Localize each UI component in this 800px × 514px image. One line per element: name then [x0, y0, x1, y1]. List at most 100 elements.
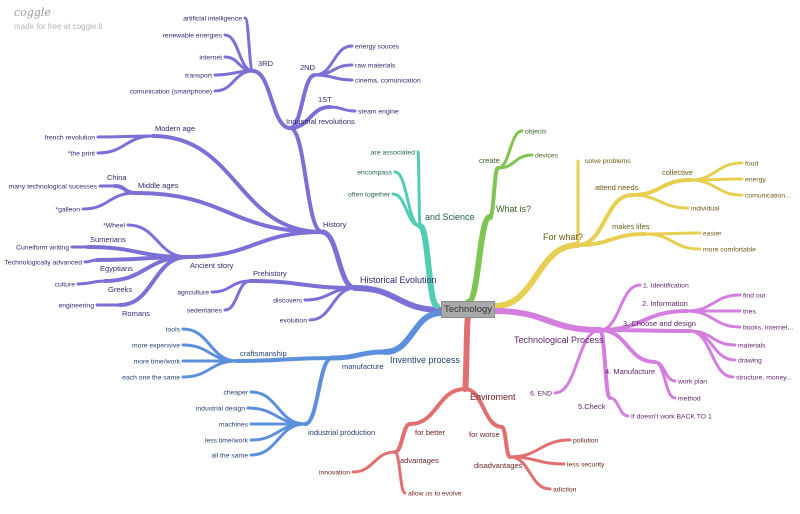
node-enc[interactable]: encompass — [357, 170, 392, 177]
node-inn[interactable]: innovation — [319, 470, 350, 477]
node-same1[interactable]: each one the same — [122, 375, 180, 382]
node-r2[interactable]: 2ND — [300, 63, 316, 72]
node-what[interactable]: What is? — [496, 204, 531, 214]
node-mach[interactable]: machines — [219, 422, 249, 429]
node-agri[interactable]: agriculture — [177, 290, 209, 297]
node-worse[interactable]: for worse — [469, 430, 500, 439]
node-p1[interactable]: 1. Identification — [643, 283, 689, 290]
node-rm[interactable]: raw materials — [355, 63, 396, 70]
node-mat[interactable]: materials — [738, 343, 766, 350]
node-craft[interactable]: craftsmanship — [240, 349, 287, 358]
node-often[interactable]: often together — [348, 192, 391, 199]
node-es[interactable]: energy souces — [355, 44, 400, 51]
node-adic[interactable]: adiction — [553, 487, 577, 494]
node-cin[interactable]: cinema, comunication — [355, 78, 421, 85]
node-tools[interactable]: tools — [166, 327, 181, 334]
node-tadv[interactable]: Technologically advanced — [5, 260, 83, 267]
node-he[interactable]: Historical Evolution — [360, 275, 437, 285]
node-p4[interactable]: 4. Manufacture — [605, 367, 655, 376]
node-tp[interactable]: Technological Process — [514, 335, 604, 345]
node-ren[interactable]: renewable energies — [163, 33, 223, 40]
node-sed[interactable]: sedentaries — [187, 308, 223, 315]
node-middle[interactable]: Middle ages — [138, 181, 179, 190]
node-china[interactable]: China — [107, 173, 127, 182]
node-cune[interactable]: Cuneiform writing — [16, 245, 69, 252]
node-wheel[interactable]: *Wheel — [103, 223, 125, 230]
node-com[interactable]: comunication (smartphone) — [130, 89, 212, 96]
node-solve[interactable]: solve problems — [585, 158, 631, 165]
node-cult[interactable]: culture — [55, 282, 76, 289]
node-sci[interactable]: and Science — [425, 212, 475, 222]
node-se[interactable]: steam engine — [358, 109, 399, 116]
node-tries[interactable]: tries — [743, 309, 756, 316]
node-draw[interactable]: drawing — [738, 358, 762, 365]
node-ancient[interactable]: Ancient story — [190, 261, 234, 270]
node-find[interactable]: find out — [743, 293, 765, 300]
node-romans[interactable]: Romans — [122, 309, 150, 318]
node-dev[interactable]: devices — [535, 153, 559, 160]
node-manuf[interactable]: manufacture — [342, 362, 384, 371]
node-indiv[interactable]: individual — [691, 206, 720, 213]
connector-poll — [508, 438, 572, 459]
node-gal[interactable]: *galleon — [55, 207, 80, 214]
node-create[interactable]: create — [479, 156, 500, 165]
node-comf[interactable]: more comfortable — [703, 247, 756, 254]
node-easier[interactable]: easier — [703, 231, 722, 238]
node-obj[interactable]: objects — [525, 129, 547, 136]
node-ltw[interactable]: less time/work — [205, 438, 249, 445]
node-eng[interactable]: engineering — [58, 303, 94, 310]
node-prehist[interactable]: Prehistory — [253, 269, 287, 278]
node-evo[interactable]: evolution — [280, 318, 307, 325]
node-p3[interactable]: 3. Choose and design — [623, 319, 696, 328]
node-p5[interactable]: 5.Check — [578, 402, 606, 411]
made-with-coggle-link[interactable]: made for free at coggle.it — [14, 22, 103, 31]
node-pr[interactable]: *the print — [68, 151, 95, 158]
node-egypt[interactable]: Egyptians — [100, 264, 133, 273]
connector-p4 — [598, 328, 657, 364]
node-ifd[interactable]: If doesn't work BACK TO 1 — [631, 414, 712, 421]
node-allow[interactable]: allow us to evolve — [408, 491, 462, 498]
node-energy[interactable]: energy — [745, 177, 766, 184]
node-modern[interactable]: Modern age — [155, 124, 195, 133]
node-ir[interactable]: Industrial revolutions — [286, 117, 355, 126]
node-food[interactable]: food — [745, 161, 758, 168]
node-mts[interactable]: many technological sucesses — [9, 184, 98, 191]
node-fr[interactable]: french revolution — [45, 135, 95, 142]
node-indprod[interactable]: industrial production — [308, 428, 375, 437]
node-int[interactable]: internet — [199, 55, 222, 62]
node-adv[interactable]: advantages — [400, 456, 439, 465]
node-disadv[interactable]: disadvantages — [474, 461, 523, 470]
node-exp[interactable]: more expensive — [132, 343, 180, 350]
node-collective[interactable]: collective — [662, 168, 693, 177]
node-meth[interactable]: method — [678, 396, 701, 403]
node-comm2[interactable]: comunication... — [745, 193, 791, 200]
node-idsg[interactable]: industrial design — [196, 406, 245, 413]
connector-inv — [382, 310, 444, 355]
node-p6[interactable]: 6. END — [530, 391, 552, 398]
node-struct[interactable]: structure, money... — [736, 375, 792, 382]
node-ai[interactable]: artificial intelligence — [183, 16, 242, 23]
node-assoc[interactable]: are associated — [371, 150, 415, 157]
node-tra[interactable]: transport — [185, 73, 212, 80]
node-lsec[interactable]: less security — [567, 462, 605, 469]
root-node-technology[interactable]: Technology — [441, 301, 495, 318]
node-disc[interactable]: discovers — [273, 298, 302, 305]
node-r1[interactable]: 1ST — [318, 95, 332, 104]
node-makes[interactable]: makes lifes — [612, 222, 650, 231]
node-p2[interactable]: 2. Information — [642, 299, 688, 308]
node-r3[interactable]: 3RD — [258, 59, 274, 68]
node-greeks[interactable]: Greeks — [108, 285, 132, 294]
node-forwhat[interactable]: For what? — [543, 232, 583, 242]
node-mtw[interactable]: more time/work — [134, 359, 181, 366]
node-wp[interactable]: work plan — [677, 379, 707, 386]
node-cheap[interactable]: cheaper — [223, 390, 248, 397]
node-better[interactable]: for better — [415, 428, 446, 437]
node-same2[interactable]: all the same — [211, 453, 248, 460]
node-books[interactable]: books, internet... — [743, 325, 793, 332]
node-env[interactable]: Enviroment — [470, 392, 516, 402]
node-sumer[interactable]: Sumerians — [90, 235, 126, 244]
node-history[interactable]: History — [323, 220, 347, 229]
node-inv[interactable]: Inventive process — [390, 355, 461, 365]
node-attend[interactable]: attend needs — [595, 183, 639, 192]
node-poll[interactable]: pollution — [573, 438, 599, 445]
